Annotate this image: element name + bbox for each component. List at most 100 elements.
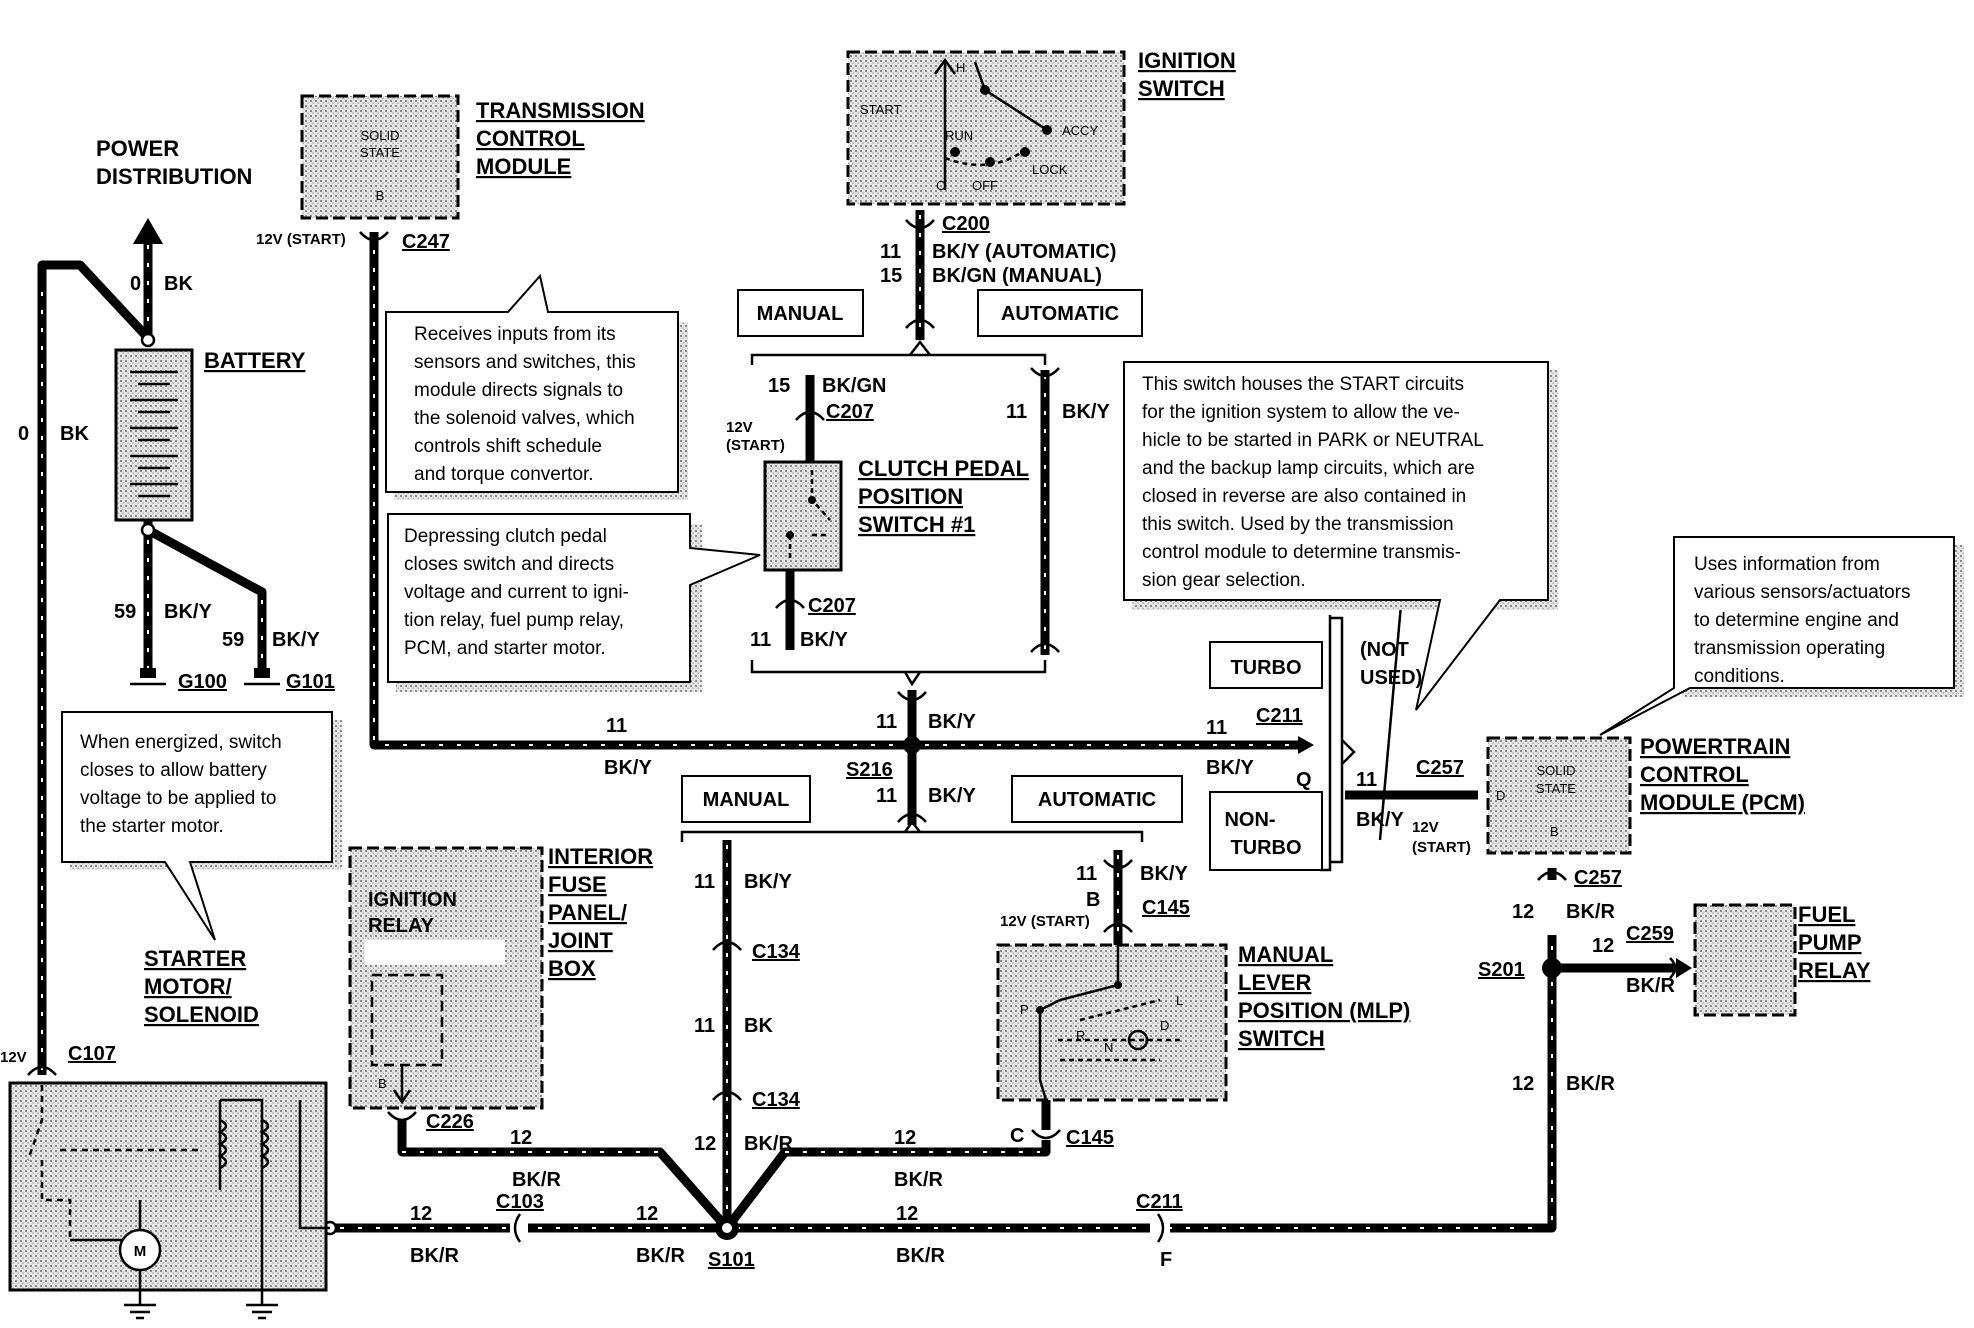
- mlp-label-1: MANUAL: [1238, 942, 1333, 967]
- c103-label: C103: [496, 1191, 544, 1213]
- callouts: [61, 273, 1964, 941]
- svg-text:transmission operating: transmission operating: [1694, 638, 1885, 659]
- svg-text:BK/R: BK/R: [894, 1169, 943, 1191]
- starter-note-text: When energized, switch closes to allow b…: [80, 732, 282, 837]
- battery: [114, 348, 194, 522]
- ign-pos-start: START: [860, 102, 901, 117]
- automatic-top-label: AUTOMATIC: [1001, 303, 1119, 325]
- svg-text:controls shift schedule: controls shift schedule: [414, 436, 602, 457]
- tcm-inner-2: STATE: [360, 145, 400, 160]
- not-used-label-2: USED): [1360, 667, 1422, 689]
- svg-text:module directs signals to: module directs signals to: [414, 380, 623, 401]
- svg-text:BK/Y: BK/Y: [1356, 809, 1404, 831]
- svg-text:various sensors/actuators: various sensors/actuators: [1694, 582, 1911, 603]
- clutch-label-1: CLUTCH PEDAL: [858, 456, 1029, 481]
- svg-text:15: 15: [880, 265, 902, 287]
- g100-label: G100: [178, 671, 227, 693]
- svg-text:(START): (START): [726, 437, 785, 454]
- motor-icon: [118, 1228, 162, 1272]
- svg-text:BK: BK: [744, 1015, 773, 1037]
- ignition-relay-label-2: RELAY: [368, 915, 435, 937]
- svg-text:BK: BK: [60, 423, 89, 445]
- svg-text:11: 11: [1206, 717, 1227, 739]
- svg-text:11: 11: [876, 711, 897, 733]
- svg-text:59: 59: [222, 629, 244, 651]
- svg-text:BK/Y: BK/Y: [164, 601, 212, 623]
- non-turbo-label-2: TURBO: [1230, 837, 1301, 859]
- ign-pos-lock: LOCK: [1032, 162, 1068, 177]
- svg-text:conditions.: conditions.: [1694, 666, 1785, 687]
- svg-text:sensors and switches, this: sensors and switches, this: [414, 352, 636, 373]
- svg-text:11: 11: [1356, 769, 1377, 791]
- texts: POWER DISTRIBUTION BATTERY G100 G101 TRA…: [0, 48, 1911, 1271]
- ignition-switch-label-2: SWITCH: [1138, 76, 1225, 101]
- mlp-pos-p: P: [1020, 1002, 1029, 1017]
- svg-text:11: 11: [1006, 401, 1027, 423]
- manual-top-label: MANUAL: [757, 303, 844, 325]
- svg-text:12: 12: [1512, 901, 1534, 923]
- svg-text:BK/Y: BK/Y: [928, 785, 976, 807]
- battery-label: BATTERY: [204, 348, 306, 373]
- mlp-note: [1123, 361, 1549, 711]
- svg-text:BK/Y: BK/Y: [1062, 401, 1110, 423]
- clutch-label-3: SWITCH #1: [858, 512, 975, 537]
- pcm-inner-1: SOLID: [1536, 763, 1575, 778]
- wires: [37, 210, 1692, 1233]
- ignition-relay-label-1: IGNITION: [368, 889, 457, 911]
- tcm-note: [385, 273, 679, 493]
- c207a-label: C207: [826, 401, 874, 423]
- svg-text:the solenoid valves, which: the solenoid valves, which: [414, 408, 635, 429]
- c211a-label: C211: [1256, 705, 1303, 727]
- manual-mid-label: MANUAL: [703, 789, 790, 811]
- mlp-label-2: LEVER: [1238, 970, 1311, 995]
- s216-splice: [903, 736, 921, 754]
- svg-text:BK/Y: BK/Y: [272, 629, 320, 651]
- tcm-inner-3: B: [376, 188, 385, 203]
- svg-text:BK/R: BK/R: [896, 1245, 945, 1267]
- pcm-inner-b: B: [1550, 824, 1559, 839]
- svg-text:BK/R: BK/R: [1566, 901, 1615, 923]
- svg-text:11: 11: [876, 785, 897, 807]
- g101-label: G101: [286, 671, 335, 693]
- ign-pos-c: C: [936, 178, 945, 193]
- mlp-pos-n: N: [1104, 1040, 1113, 1055]
- mlp-label-3: POSITION (MLP): [1238, 998, 1410, 1023]
- c226-label: C226: [426, 1111, 474, 1133]
- q-pin-label: Q: [1296, 769, 1312, 791]
- c247-label: C247: [402, 231, 450, 253]
- ground-g101-icon: [244, 668, 280, 686]
- ign-pos-h: H: [956, 60, 965, 75]
- svg-text:15: 15: [768, 375, 790, 397]
- tcm-label-3: MODULE: [476, 154, 571, 179]
- automatic-mid-label: AUTOMATIC: [1038, 789, 1156, 811]
- fuel-pump-relay-label-2: PUMP: [1798, 930, 1862, 955]
- svg-text:for the ignition system to all: for the ignition system to allow the ve-: [1142, 402, 1460, 423]
- mlp-pos-r: R: [1076, 1028, 1085, 1043]
- starter-motor-solenoid: M: [8, 1081, 330, 1292]
- svg-text:voltage to be applied to: voltage to be applied to: [80, 788, 277, 809]
- svg-text:59: 59: [114, 601, 136, 623]
- svg-text:12: 12: [510, 1127, 532, 1149]
- svg-text:BK/Y (AUTOMATIC): BK/Y (AUTOMATIC): [932, 241, 1116, 263]
- pcm-inner-d: D: [1496, 788, 1505, 803]
- mlp-note-text: This switch houses the START circuits fo…: [1142, 374, 1484, 591]
- svg-text:voltage and current to igni-: voltage and current to igni-: [404, 582, 629, 603]
- grounds: [124, 668, 280, 1320]
- c207b-label: C207: [808, 595, 856, 617]
- svg-text:BK: BK: [164, 273, 193, 295]
- svg-text:BK/Y: BK/Y: [604, 757, 652, 779]
- c145b-label: C145: [1066, 1127, 1114, 1149]
- non-turbo-label-1: NON-: [1224, 809, 1275, 831]
- svg-text:BK/Y: BK/Y: [1140, 863, 1188, 885]
- mlp-label-4: SWITCH: [1238, 1026, 1325, 1051]
- svg-text:Uses information from: Uses information from: [1694, 554, 1880, 575]
- transmission-control-module: SOLID STATE B: [300, 94, 460, 220]
- c211b-label: C211: [1136, 1191, 1183, 1213]
- pcm-note-text: Uses information from various sensors/ac…: [1694, 554, 1911, 687]
- svg-text:Depressing clutch pedal: Depressing clutch pedal: [404, 526, 607, 547]
- svg-text:BK/Y: BK/Y: [1206, 757, 1254, 779]
- ground-g100-icon: [130, 668, 166, 686]
- svg-text:BK/R: BK/R: [410, 1245, 459, 1267]
- svg-text:control module to determine tr: control module to determine transmis-: [1142, 542, 1461, 563]
- svg-text:B: B: [1086, 889, 1100, 911]
